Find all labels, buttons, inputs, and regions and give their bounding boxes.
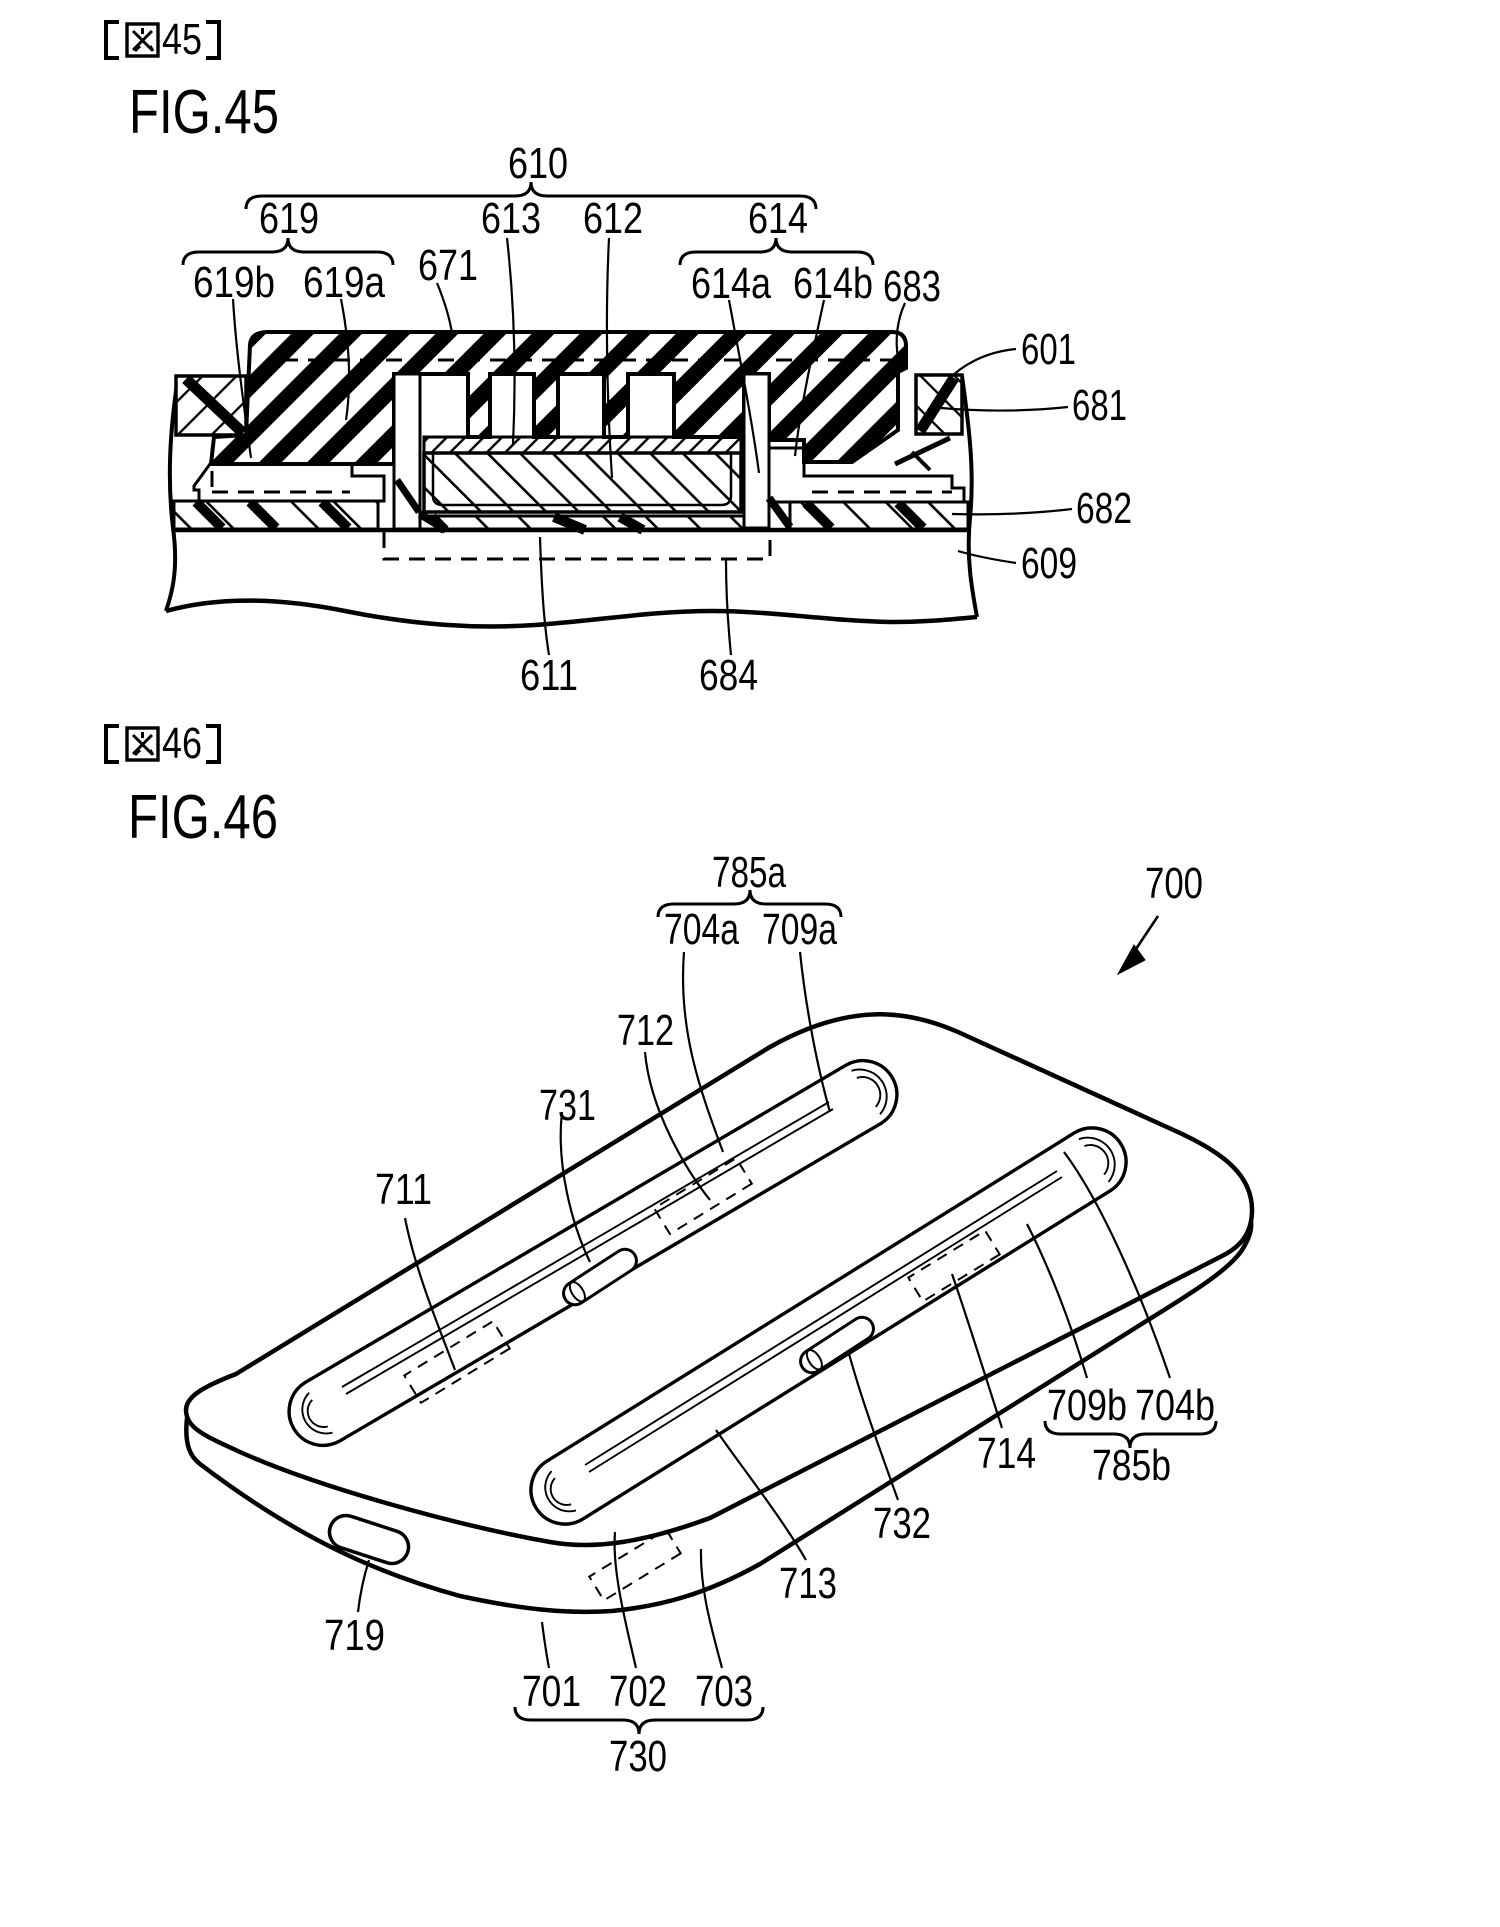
svg-text:613: 613 xyxy=(481,194,541,243)
svg-text:713: 713 xyxy=(779,1559,837,1608)
svg-text:614a: 614a xyxy=(691,259,771,308)
svg-text:714: 714 xyxy=(977,1429,1036,1478)
svg-text:683: 683 xyxy=(883,262,941,311)
svg-text:614: 614 xyxy=(748,194,808,243)
svg-text:709a: 709a xyxy=(762,905,837,954)
svg-text:610: 610 xyxy=(508,139,568,188)
svg-text:671: 671 xyxy=(418,241,478,290)
svg-text:46: 46 xyxy=(162,719,202,768)
svg-text:619: 619 xyxy=(259,194,319,243)
svg-text:703: 703 xyxy=(695,1667,753,1716)
svg-text:704a: 704a xyxy=(664,905,739,954)
svg-text:702: 702 xyxy=(609,1667,667,1716)
svg-text:612: 612 xyxy=(583,194,643,243)
svg-text:682: 682 xyxy=(1076,484,1132,533)
svg-text:709b: 709b xyxy=(1047,1381,1127,1430)
svg-text:611: 611 xyxy=(520,651,578,700)
svg-text:719: 719 xyxy=(324,1611,385,1660)
svg-text:700: 700 xyxy=(1145,859,1203,908)
svg-text:701: 701 xyxy=(522,1667,581,1716)
svg-text:609: 609 xyxy=(1021,539,1077,588)
svg-text:FIG.46: FIG.46 xyxy=(128,783,278,852)
svg-text:785a: 785a xyxy=(712,848,786,897)
svg-text:732: 732 xyxy=(873,1499,931,1548)
svg-text:785b: 785b xyxy=(1092,1441,1171,1490)
svg-text:619a: 619a xyxy=(303,258,385,307)
svg-text:684: 684 xyxy=(699,651,758,700)
svg-text:731: 731 xyxy=(539,1081,596,1130)
svg-text:FIG.45: FIG.45 xyxy=(129,78,279,147)
svg-text:730: 730 xyxy=(609,1732,667,1781)
svg-text:704b: 704b xyxy=(1135,1381,1215,1430)
svg-text:619b: 619b xyxy=(193,258,275,307)
svg-text:712: 712 xyxy=(617,1006,674,1055)
svg-text:45: 45 xyxy=(162,15,202,64)
svg-text:711: 711 xyxy=(375,1165,432,1214)
svg-text:681: 681 xyxy=(1072,381,1127,430)
svg-text:614b: 614b xyxy=(793,259,873,308)
svg-text:601: 601 xyxy=(1021,325,1076,374)
